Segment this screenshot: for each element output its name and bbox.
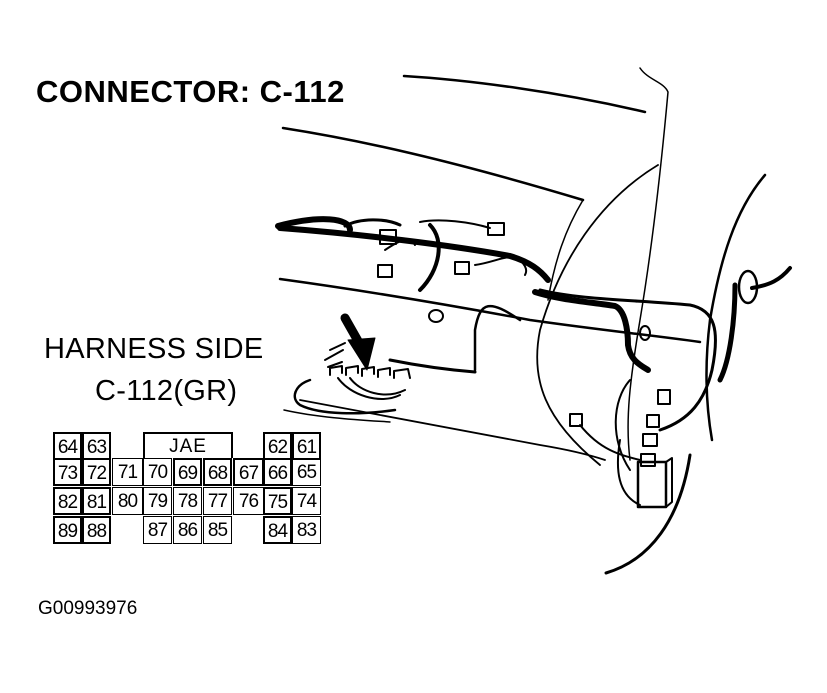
pin-cell: 88: [82, 516, 111, 544]
pin-cell: 66: [263, 458, 292, 486]
pin-cell: 87: [143, 516, 172, 544]
pin-cell: 65: [292, 458, 321, 486]
figure-id: G00993976: [38, 598, 138, 619]
pin-cell: 62: [263, 432, 292, 460]
pin-cell: 68: [203, 458, 232, 486]
pin-cell: 78: [173, 487, 202, 515]
pin-cell: 70: [143, 458, 172, 486]
pin-cell: 89: [53, 516, 82, 544]
connector-id-label: C-112(GR): [95, 375, 238, 407]
pin-cell: 71: [112, 458, 143, 486]
manufacturer-label: JAE: [143, 432, 233, 458]
connector-pin-grid: 64 63 JAE 62 61 73 72 71 70 69 68 67 66 …: [53, 432, 323, 549]
pin-cell: 81: [82, 487, 111, 515]
pin-cell: 83: [292, 516, 321, 544]
pin-cell: 61: [292, 432, 321, 460]
pin-cell: 84: [263, 516, 292, 544]
pin-cell: 86: [173, 516, 202, 544]
pin-cell: 72: [82, 458, 111, 486]
harness-side-label: HARNESS SIDE: [44, 333, 264, 365]
diagram-title: CONNECTOR: C-112: [36, 74, 345, 109]
pin-cell: 82: [53, 487, 82, 515]
pin-cell: 80: [112, 487, 143, 515]
pin-cell: 73: [53, 458, 82, 486]
pin-cell: 76: [233, 487, 264, 515]
pin-cell: 74: [292, 487, 321, 515]
pin-cell: 63: [82, 432, 111, 460]
pin-cell: 64: [53, 432, 82, 460]
pin-cell: 85: [203, 516, 232, 544]
pin-cell: 79: [143, 487, 172, 515]
pin-cell: 75: [263, 487, 292, 515]
pin-cell: 67: [233, 458, 264, 486]
pin-cell: 69: [173, 458, 202, 486]
pin-cell: 77: [203, 487, 232, 515]
